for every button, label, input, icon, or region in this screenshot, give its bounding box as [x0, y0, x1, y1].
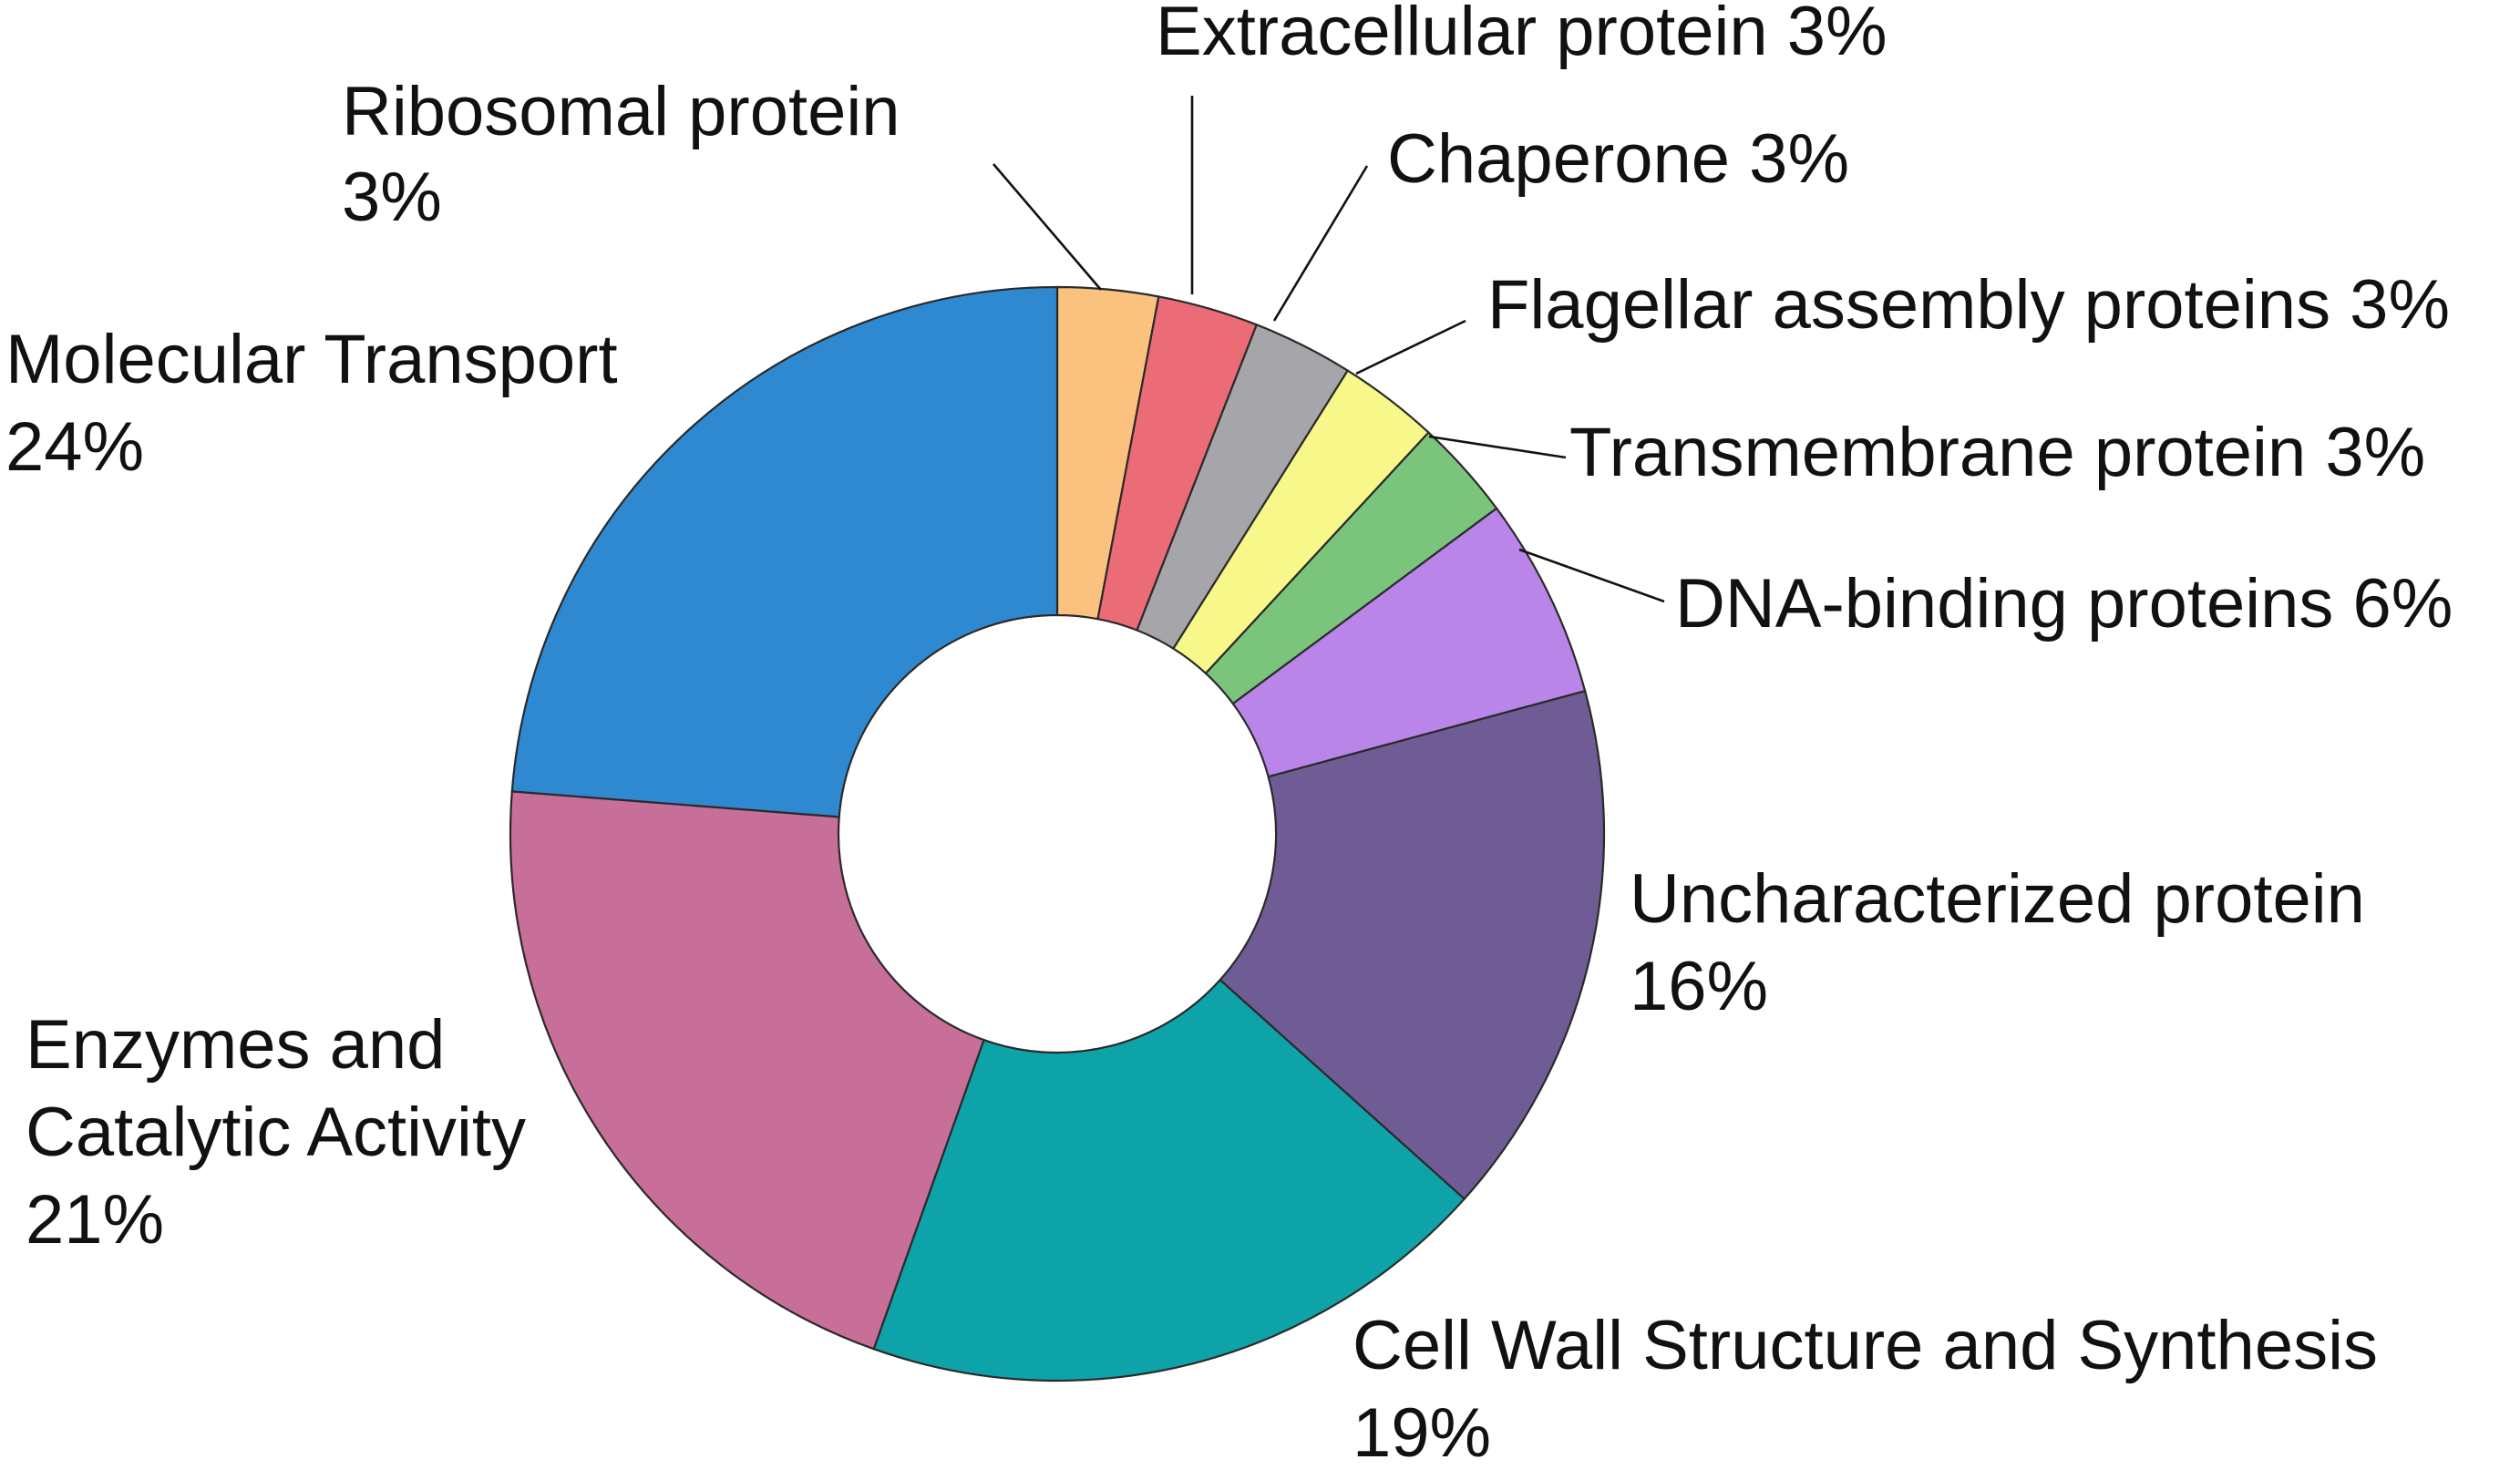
label-ribosomal-protein: Ribosomal protein [342, 73, 900, 150]
label-cell-wall-structure-and-synthesis: Cell Wall Structure and Synthesis [1353, 1307, 2378, 1384]
chart-labels: Ribosomal protein 3% Extracellular protein… [5, 0, 2453, 1470]
label-enzymes-and-catalytic-activity-value: 21% [26, 1181, 164, 1259]
label-molecular-transport-value: 24% [5, 408, 144, 486]
slice-molecular-transport [510, 285, 1059, 818]
leader-line-dna-binding-proteins [1518, 548, 1665, 603]
label-uncharacterized-protein: Uncharacterized protein [1630, 860, 2365, 938]
label-transmembrane-protein: Transmembrane protein 3% [1569, 414, 2425, 491]
chart-slices [509, 285, 1606, 1383]
leader-line-chaperone [1272, 165, 1369, 322]
chart-leader-lines [993, 96, 1665, 603]
label-uncharacterized-protein-value: 16% [1630, 948, 1768, 1025]
label-molecular-transport: Molecular Transport [5, 321, 618, 398]
label-enzymes-and-catalytic-activity: Enzymes and [26, 1006, 445, 1084]
leader-line-transmembrane-protein [1428, 435, 1567, 459]
slice-cell-wall-structure-and-synthesis [872, 978, 1466, 1383]
label-enzymes-and-catalytic-activity: Catalytic Activity [26, 1094, 526, 1171]
label-flagellar-assembly-proteins: Flagellar assembly proteins 3% [1487, 266, 2450, 344]
slice-uncharacterized-protein [1219, 689, 1606, 1201]
label-extracellular-protein: Extracellular protein 3% [1156, 0, 1887, 70]
label-dna-binding-proteins: DNA-binding proteins 6% [1675, 565, 2453, 642]
slice-enzymes-and-catalytic-activity [509, 790, 985, 1351]
label-cell-wall-structure-and-synthesis-value: 19% [1353, 1394, 1491, 1470]
leader-line-flagellar-assembly-proteins [1355, 319, 1466, 375]
leader-line-ribosomal-protein [993, 163, 1102, 291]
label-ribosomal-protein-value: 3% [342, 159, 442, 236]
label-chaperone: Chaperone 3% [1387, 120, 1849, 198]
